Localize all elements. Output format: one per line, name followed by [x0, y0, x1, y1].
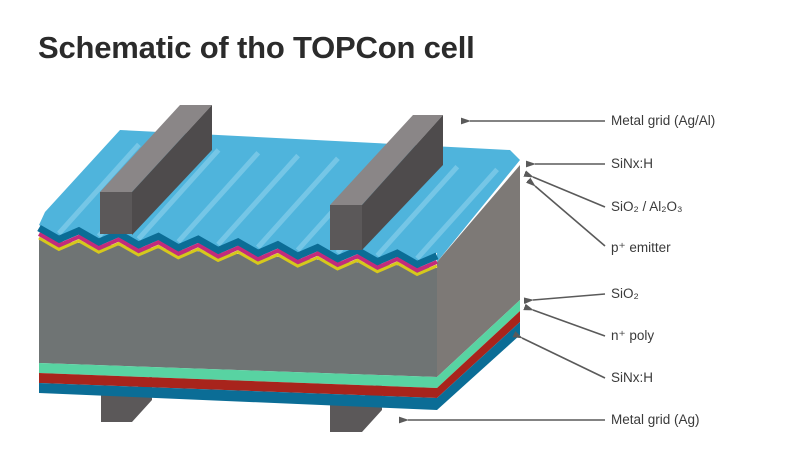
arrow-n-poly [533, 310, 606, 337]
label-metal-grid-rear: Metal grid (Ag) [611, 412, 700, 427]
arrow-sio2-rear [533, 293, 606, 300]
label-sinx-rear: SiNx:H [611, 370, 654, 385]
cell-right-face [437, 165, 520, 410]
front-metal-grid [100, 105, 443, 250]
arrow-sinx-rear [522, 338, 606, 379]
texture-ridge [375, 165, 460, 258]
texture-ridge [57, 142, 141, 236]
arrow-p-emitter [535, 186, 606, 247]
texture-ridge [256, 156, 340, 249]
label-sio2-al2o3: SiO₂ / Al₂O₃ [611, 199, 683, 214]
label-metal-grid-front: Metal grid (Ag/Al) [611, 113, 716, 128]
texture-ridge [216, 153, 300, 247]
label-sinx-front: SiNx:H [611, 156, 654, 171]
cell-front-face [39, 240, 437, 410]
page-title: Schematic of tho TOPCon cell [38, 30, 475, 65]
texture-ridge [415, 167, 499, 261]
label-p-emitter: p⁺ emitter [611, 240, 671, 255]
label-n-poly: n⁺ poly [611, 328, 655, 343]
texture-ridge [176, 151, 261, 244]
callout-arrows [408, 121, 606, 420]
label-sio2-rear: SiO₂ [611, 286, 639, 301]
texture-ridge [136, 148, 221, 241]
arrow-sio2-al2o3 [533, 177, 606, 208]
